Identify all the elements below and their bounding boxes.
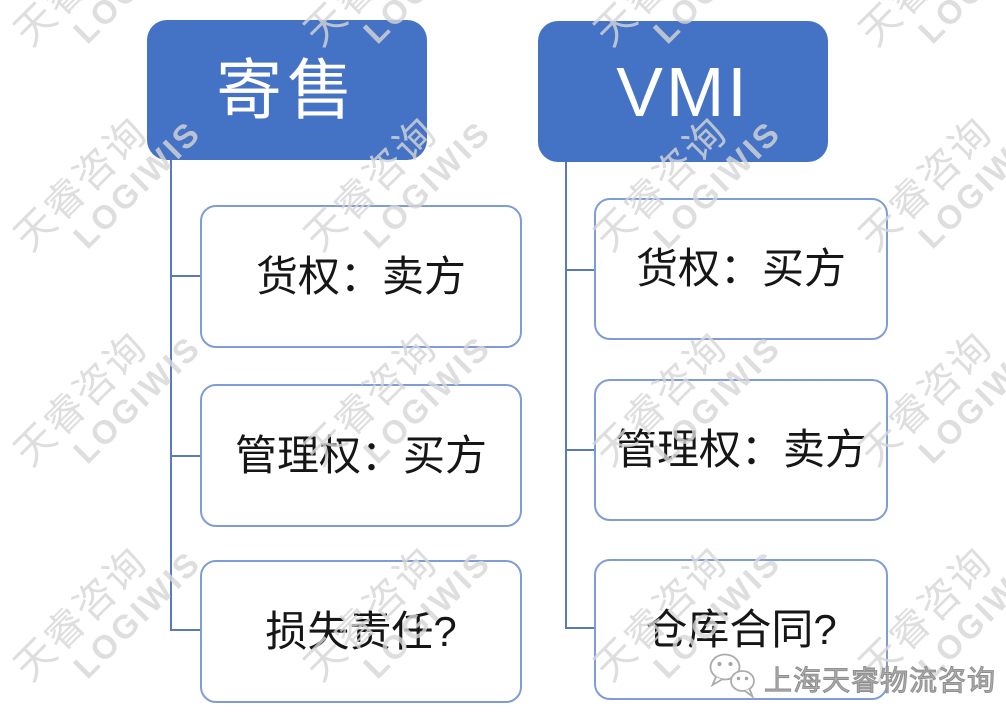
vmi-header-label: VMI [616,52,750,131]
vmi-branch-line [565,627,595,629]
consignment-header-label: 寄售 [216,53,358,127]
vmi-ownership-box: 货权：买方 [594,198,888,340]
vmi-trunk-line [565,161,567,629]
vmi-ownership-label: 货权：买方 [635,245,846,292]
consignment-loss-liability-label: 损失责任? [265,607,457,655]
consignment-loss-liability-box: 损失责任? [200,560,522,703]
consignment-management-box: 管理权：买方 [200,384,522,527]
consignment-ownership-box: 货权：卖方 [200,205,522,348]
consignment-ownership-label: 货权：卖方 [255,252,466,300]
vmi-header-box: VMI [538,21,828,162]
vmi-management-box: 管理权：卖方 [594,379,888,521]
consignment-branch-line [170,455,201,457]
footer-logo: 上海天睿物流咨询 [706,650,996,707]
consignment-header-box: 寄售 [147,20,427,160]
consignment-branch-line [170,275,201,277]
vmi-warehouse-contract-box: 仓库合同? [594,559,888,700]
consignment-management-label: 管理权：买方 [234,431,487,479]
consignment-branch-line [170,629,201,631]
wechat-chat-bubbles-icon [706,650,758,707]
vmi-warehouse-contract-label: 仓库合同? [645,605,837,653]
vmi-management-label: 管理权：卖方 [614,426,867,473]
vmi-branch-line [565,269,595,271]
footer-logo-text: 上海天睿物流咨询 [763,664,997,696]
consignment-trunk-line [170,160,172,631]
vmi-branch-line [565,449,595,451]
